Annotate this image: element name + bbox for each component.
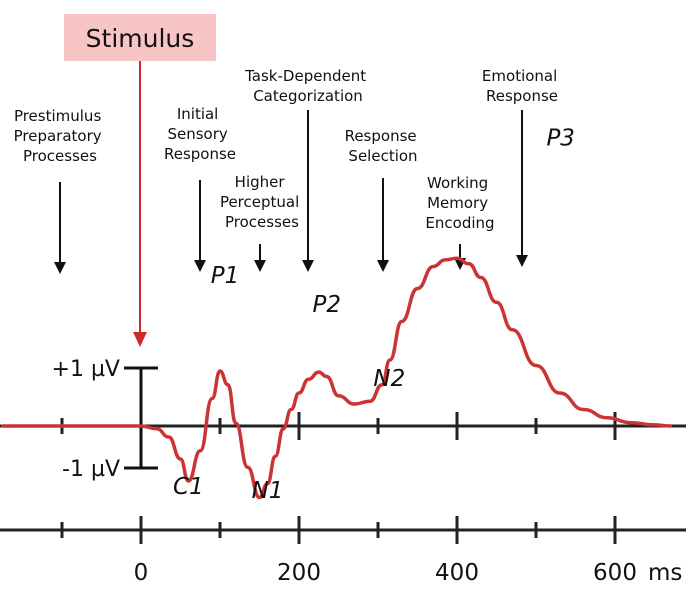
process-task-dependent-label: Task-Dependent Categorization bbox=[244, 67, 371, 105]
component-label-n1: N1 bbox=[252, 478, 284, 504]
voltage-scale-bar: +1 µV -1 µV bbox=[52, 357, 158, 482]
component-label-p3: P3 bbox=[546, 126, 575, 152]
process-higher-perceptual-arrowhead bbox=[254, 260, 266, 272]
time-axis: 0 200 400 600 bbox=[0, 516, 686, 586]
stimulus-arrow-head bbox=[133, 332, 147, 347]
process-prestimulus-arrowhead bbox=[54, 262, 66, 274]
time-tick-label: 0 bbox=[134, 560, 149, 586]
component-label-p1: P1 bbox=[211, 263, 240, 289]
process-task-dependent-arrowhead bbox=[302, 260, 314, 272]
time-tick-label: 200 bbox=[277, 560, 321, 586]
stimulus-box bbox=[64, 14, 216, 61]
process-response-selection: Response Selection bbox=[345, 127, 422, 272]
time-axis-unit: ms bbox=[648, 560, 682, 586]
process-working-memory-label: Working Memory Encoding bbox=[425, 174, 494, 232]
time-tick-label: 400 bbox=[435, 560, 479, 586]
process-prestimulus: Prestimulus Preparatory Processes bbox=[14, 107, 107, 274]
process-emotional-label: Emotional Response bbox=[482, 67, 562, 105]
process-response-selection-arrowhead bbox=[377, 260, 389, 272]
scale-minus-label: -1 µV bbox=[62, 457, 120, 482]
process-prestimulus-label: Prestimulus Preparatory Processes bbox=[14, 107, 107, 165]
erp-waveform bbox=[1, 256, 673, 500]
process-higher-perceptual: Higher Perceptual Processes bbox=[220, 173, 304, 272]
scale-plus-label: +1 µV bbox=[52, 357, 120, 382]
process-initial-sensory-label: Initial Sensory Response bbox=[164, 105, 236, 163]
component-label-p2: P2 bbox=[312, 292, 341, 318]
time-tick-label: 600 bbox=[593, 560, 637, 586]
process-response-selection-label: Response Selection bbox=[345, 127, 422, 165]
process-higher-perceptual-label: Higher Perceptual Processes bbox=[220, 173, 304, 231]
component-label-n2: N2 bbox=[373, 366, 405, 392]
process-task-dependent: Task-Dependent Categorization bbox=[244, 67, 371, 272]
process-initial-sensory: Initial Sensory Response bbox=[164, 105, 236, 272]
stimulus-label: Stimulus bbox=[86, 24, 195, 53]
process-emotional: Emotional Response bbox=[482, 67, 562, 267]
component-label-c1: C1 bbox=[173, 474, 204, 500]
process-initial-sensory-arrowhead bbox=[194, 260, 206, 272]
process-emotional-arrowhead bbox=[516, 255, 528, 267]
process-working-memory: Working Memory Encoding bbox=[425, 174, 495, 270]
